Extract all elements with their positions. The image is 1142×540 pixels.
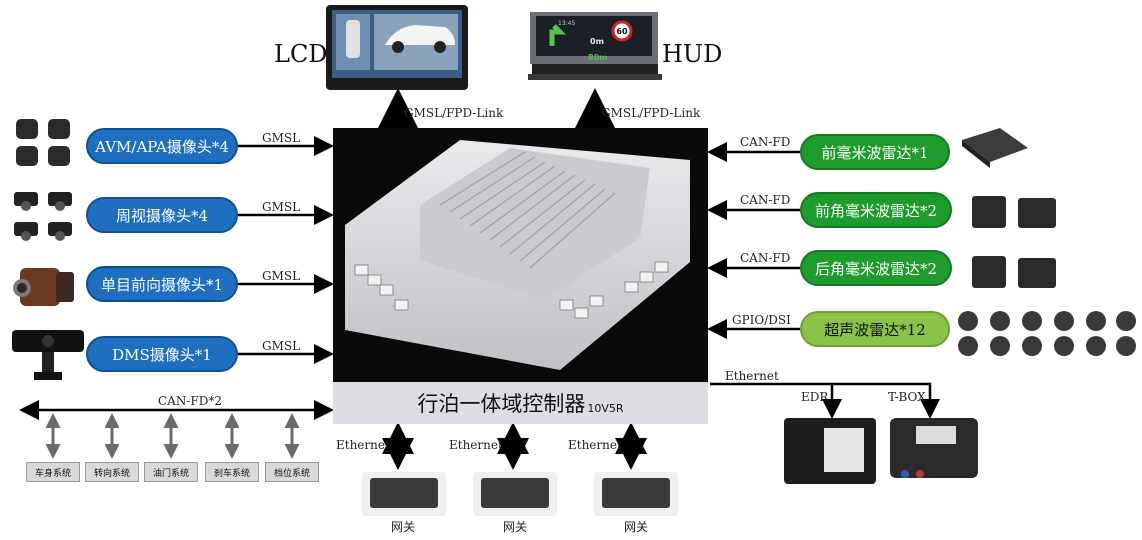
camera-pill-surround: 周视摄像头*4 — [86, 197, 238, 233]
hud-distance: 0m — [590, 37, 604, 46]
lcd-display-image — [326, 5, 468, 90]
camera-link-label: GMSL — [262, 269, 301, 283]
radar-pill-rear-corner: 后角毫米波雷达*2 — [800, 250, 952, 286]
system-box-brake: 刹车系统 — [205, 462, 259, 482]
radar-link-label: GPIO/DSI — [732, 313, 791, 327]
hud-link-label: GMSL/FPD-Link — [601, 106, 701, 120]
hud-time: 13:45 — [558, 20, 575, 27]
radar-pill-front: 前毫米波雷达*1 — [800, 134, 950, 170]
gateway-images — [362, 472, 678, 516]
system-box-gear: 档位系统 — [265, 462, 319, 482]
controller-label: 行泊一体域控制器 10V5R — [333, 382, 708, 424]
camera-link-label: GMSL — [262, 339, 301, 353]
dms-camera-image — [12, 330, 84, 380]
front-corner-radar-image — [972, 196, 1056, 228]
camera-pill-front: 单目前向摄像头*1 — [86, 266, 238, 302]
hud-label: HUD — [662, 40, 723, 68]
gateway-link-label: Ethernet — [449, 438, 503, 452]
controller-name: 行泊一体域控制器 — [417, 392, 586, 416]
ethernet-lines — [710, 382, 940, 419]
system-box-throttle: 油门系统 — [144, 462, 198, 482]
hud-speed-limit: 60 — [616, 27, 628, 36]
tbox-label: T-BOX — [888, 390, 926, 404]
camera-link-label: GMSL — [262, 131, 301, 145]
radar-link-label: CAN-FD — [740, 193, 791, 207]
camera-pill-avm: AVM/APA摄像头*4 — [86, 128, 238, 164]
edr-image — [784, 418, 876, 484]
system-box-body: 车身系统 — [26, 462, 80, 482]
radar-link-arrows — [707, 142, 800, 339]
surround-camera-image — [14, 192, 72, 241]
gateway-label: 网关 — [624, 520, 649, 534]
lcd-label: LCD — [274, 40, 328, 68]
can-bus-drops — [45, 413, 300, 459]
radar-pill-front-corner: 前角毫米波雷达*2 — [800, 192, 952, 228]
system-box-steering: 转向系统 — [85, 462, 139, 482]
front-radar-image — [962, 128, 1028, 168]
ultrasonic-sensor-image — [958, 311, 1136, 356]
lcd-link-label: GMSL/FPD-Link — [404, 106, 504, 120]
edr-label: EDR — [801, 390, 829, 404]
gateway-label: 网关 — [503, 520, 528, 534]
gateway-label: 网关 — [391, 520, 416, 534]
avm-camera-image — [16, 119, 70, 166]
display-link-arrows — [378, 88, 615, 128]
rear-corner-radar-image — [972, 256, 1056, 288]
radar-link-label: CAN-FD — [740, 135, 791, 149]
hud-speed: 80m — [588, 53, 607, 62]
gateway-link-label: Ethernet — [336, 438, 390, 452]
radar-pill-ultrasonic: 超声波雷达*12 — [800, 311, 950, 347]
gateway-link-arrows — [382, 422, 647, 470]
tbox-image — [890, 418, 978, 478]
radar-link-label: CAN-FD — [740, 251, 791, 265]
controller-suffix: 10V5R — [587, 401, 624, 415]
ethernet-label: Ethernet — [725, 369, 779, 383]
camera-link-arrows — [238, 136, 334, 364]
hud-display-image — [528, 12, 662, 80]
camera-pill-dms: DMS摄像头*1 — [86, 336, 238, 372]
front-camera-image — [13, 268, 74, 306]
can-bus-label: CAN-FD*2 — [158, 394, 222, 408]
domain-controller-image — [333, 128, 708, 383]
camera-link-label: GMSL — [262, 200, 301, 214]
gateway-link-label: Ethernet — [568, 438, 622, 452]
